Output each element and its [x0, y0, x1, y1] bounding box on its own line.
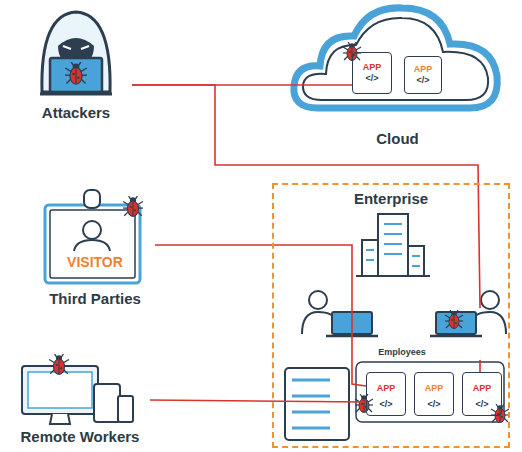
- actor-icon: VISITOR Third Parties: [35, 185, 155, 310]
- code-symbol: </>: [365, 73, 378, 84]
- app-label: APP: [377, 383, 396, 394]
- code-symbol: </>: [416, 75, 429, 86]
- code-symbol: </>: [427, 399, 440, 410]
- employee-group: Employees: [302, 308, 502, 360]
- app-box: APP </>: [462, 372, 502, 416]
- attack-path: [132, 85, 480, 308]
- employees-icon: [302, 291, 506, 336]
- node-label: Remote Workers: [21, 428, 140, 448]
- building-icon: [356, 214, 430, 276]
- actor-icon: Remote Workers: [10, 350, 150, 448]
- code-symbol: </>: [379, 399, 392, 410]
- app-label: APP: [473, 383, 492, 394]
- app-label: APP: [425, 383, 444, 394]
- node-label: Third Parties: [49, 290, 141, 310]
- app-label: APP: [363, 62, 382, 73]
- cloud-shape: [294, 8, 497, 108]
- app-box: APP </>: [366, 372, 406, 416]
- code-symbol: </>: [475, 399, 488, 410]
- enterprise-boundary: EnterpriseEmployeesAPP </> APP </> APP </>: [272, 183, 510, 448]
- attacker-icon: [40, 12, 112, 94]
- app-box: APP </>: [414, 372, 454, 416]
- node-label: Employees: [378, 347, 426, 360]
- attack-path: [150, 400, 366, 402]
- app-box: APP</>: [352, 52, 392, 94]
- node-label: VISITOR: [67, 254, 123, 270]
- app-label: APP: [414, 64, 433, 75]
- actor-icon: Attackers: [20, 0, 132, 124]
- cloud-region: CloudAPP</>APP</>: [290, 0, 505, 150]
- attack-path: [479, 360, 481, 372]
- node-label: Enterprise: [354, 190, 428, 208]
- visitor-badge: [45, 190, 143, 283]
- node-label: Attackers: [42, 104, 110, 124]
- attack-path: [155, 245, 366, 386]
- app-box: APP</>: [404, 56, 442, 94]
- devices-icon: [22, 354, 133, 424]
- node-label: Cloud: [376, 130, 419, 150]
